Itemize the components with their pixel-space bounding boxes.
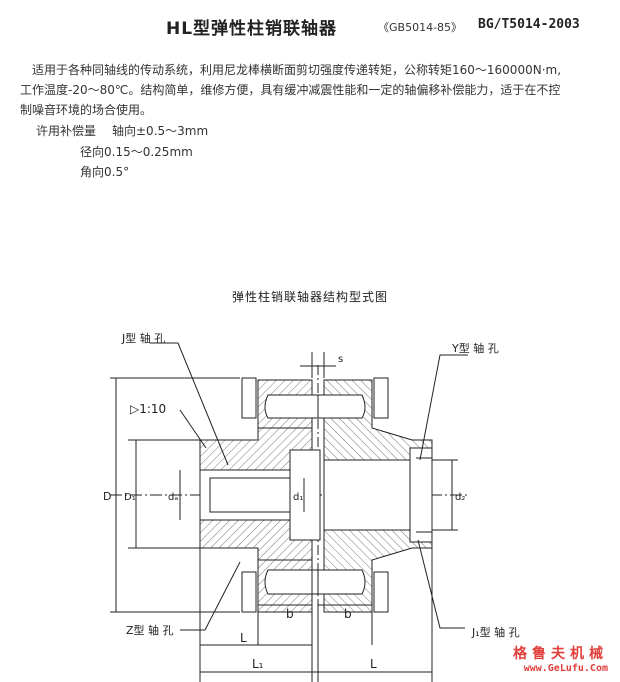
leader-taper (179, 409, 207, 449)
label-j1-bore: J₁型 轴 孔 (471, 625, 520, 639)
description-line-2: 工作温度-20～80℃。结构简单，维修方便，具有缓冲减震性能和一定的轴偏移补偿能… (20, 83, 561, 97)
label-z-bore: Z型 轴 孔 (126, 623, 174, 637)
compensation-axial: 轴向±0.5～3mm (112, 124, 209, 138)
label-D: D (103, 490, 111, 503)
label-L1: L₁ (252, 657, 264, 671)
standard-reference: 《GB5014-85》 (378, 21, 463, 34)
leader-y-bore (419, 354, 468, 461)
description: 适用于各种同轴线的传动系统，利用尼龙棒横断面剪切强度传递转矩，公称转矩160～1… (20, 60, 610, 120)
label-D1: D₁ (124, 492, 136, 503)
page-title: HL型弹性柱销联轴器 (166, 19, 338, 39)
title-row: HL型弹性柱销联轴器 《GB5014-85》 BG/T5014-2003 (0, 14, 620, 39)
leader-z-bore (180, 561, 241, 631)
shaft-boss (289, 449, 321, 541)
label-dz: dₐ (168, 492, 178, 503)
label-j-bore: J型 轴 孔 (121, 331, 165, 345)
label-y-bore: Y型 轴 孔 (451, 341, 499, 355)
label-b-right: b (344, 607, 352, 621)
label-taper: ▷1:10 (130, 402, 166, 416)
label-d2: d₂ (455, 492, 465, 503)
watermark: 格鲁夫机械 www.GeLufu.Com (513, 643, 608, 674)
label-d1: d₁ (293, 492, 303, 503)
leader-j-bore (150, 342, 229, 466)
watermark-url: www.GeLufu.Com (523, 663, 608, 674)
leader-j1-bore (417, 539, 465, 629)
upper-pin (264, 394, 366, 419)
figure-caption: 弹性柱销联轴器结构型式图 (231, 290, 388, 304)
watermark-name: 格鲁夫机械 (513, 646, 608, 662)
description-line-1: 适用于各种同轴线的传动系统，利用尼龙棒横断面剪切强度传递转矩，公称转矩160～1… (32, 63, 562, 77)
compensation-angular: 角向0.5° (80, 165, 130, 179)
compensation-radial: 径向0.15～0.25mm (80, 145, 193, 159)
label-L-left: L (240, 631, 247, 645)
coupling-structure-diagram: J型 轴 孔 Y型 轴 孔 Z型 轴 孔 J₁型 轴 孔 ▷1:10 s D D… (103, 331, 520, 682)
standard-code: BG/T5014-2003 (478, 17, 580, 32)
description-line-3: 制噪音环境的场合使用。 (20, 103, 153, 117)
label-L-right: L (370, 657, 377, 671)
label-b-left: b (286, 607, 294, 621)
compensation-label: 许用补偿量 (36, 124, 97, 138)
lower-pin (264, 569, 366, 595)
label-s: s (338, 354, 343, 365)
